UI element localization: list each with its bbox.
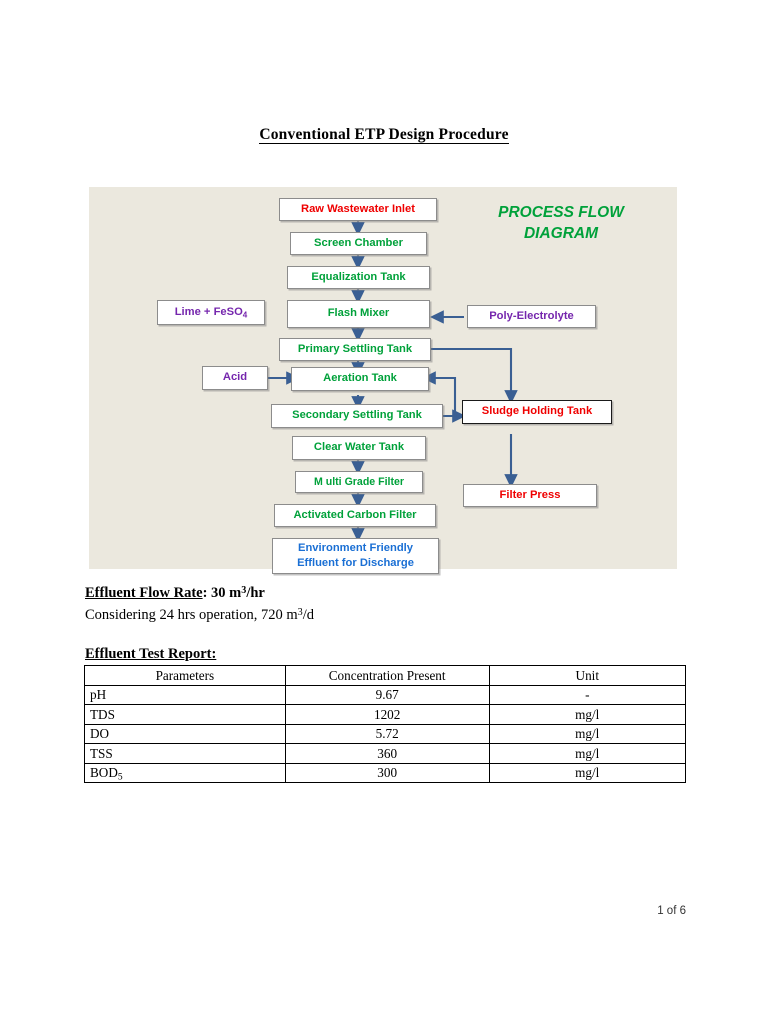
cell-parameter-text: BOD — [90, 765, 118, 781]
cell-concentration: 5.72 — [284, 723, 490, 744]
effluent-flow-rate-unit: /hr — [246, 585, 265, 601]
node-acid[interactable]: Acid — [202, 366, 268, 390]
cell-parameter: TSS — [84, 743, 286, 764]
node-filter-press[interactable]: Filter Press — [463, 484, 597, 507]
diagram-heading-line2: DIAGRAM — [523, 224, 599, 242]
table-row: pH 9.67 - — [84, 684, 687, 705]
effluent-flow-rate-exponent: 3 — [241, 584, 247, 596]
cell-parameter-text: TSS — [90, 745, 113, 761]
cell-unit: mg/l — [488, 704, 687, 725]
node-label: M ulti Grade Filter — [313, 475, 405, 488]
page-footer: 1 of 6 — [657, 905, 686, 917]
cell-parameter: BOD5 — [84, 762, 286, 783]
node-screen-chamber[interactable]: Screen Chamber — [290, 232, 427, 255]
cell-parameter: DO — [84, 723, 286, 744]
node-flash-mixer[interactable]: Flash Mixer — [287, 300, 430, 328]
column-header-unit: Unit — [488, 665, 687, 686]
column-header-concentration: Concentration Present — [284, 665, 490, 686]
cell-parameter-subscript: 5 — [117, 772, 123, 783]
node-label: Secondary Settling Tank — [292, 409, 422, 422]
node-label: Acid — [222, 371, 248, 384]
column-header-parameters: Parameters — [84, 665, 286, 686]
node-aeration-tank[interactable]: Aeration Tank — [291, 367, 429, 391]
node-label: Screen Chamber — [314, 236, 403, 249]
effluent-flow-rate-label: Effluent Flow Rate — [85, 585, 203, 601]
node-multi-grade-filter[interactable]: M ulti Grade Filter — [295, 471, 423, 493]
node-label-subscript: 4 — [242, 309, 248, 319]
node-label: Clear Water Tank — [313, 441, 405, 454]
process-flow-diagram: PROCESS FLOW DIAGRAM Raw Wastewater Inle… — [89, 187, 677, 574]
effluent-flow-note-exponent: 3 — [297, 606, 303, 618]
effluent-flow-rate-value: : 30 m — [202, 585, 242, 601]
table-row: TSS 360 mg/l — [84, 743, 687, 764]
node-poly-electrolyte[interactable]: Poly-Electrolyte — [467, 305, 596, 328]
page-title: Conventional ETP Design Procedure — [0, 126, 768, 144]
effluent-test-report-heading: Effluent Test Report: — [85, 646, 217, 662]
node-label: Raw Wastewater Inlet — [301, 202, 415, 215]
node-lime-feso4[interactable]: Lime + FeSO4 — [157, 300, 265, 325]
node-secondary-settling-tank[interactable]: Secondary Settling Tank — [271, 404, 443, 428]
node-equalization-tank[interactable]: Equalization Tank — [287, 266, 430, 289]
effluent-flow-note: Considering 24 hrs operation, 720 m3/d — [85, 607, 314, 624]
table-row: DO 5.72 mg/l — [84, 723, 687, 744]
cell-parameter-text: DO — [90, 726, 110, 742]
node-final-effluent[interactable]: Environment Friendly Effluent for Discha… — [272, 538, 439, 574]
node-label-line2: Effluent for Discharge — [297, 557, 414, 569]
table-row: BOD5 300 mg/l — [84, 762, 687, 783]
effluent-flow-note-unit: /d — [302, 607, 314, 623]
diagram-heading-line1: PROCESS FLOW — [498, 204, 624, 221]
node-label: Equalization Tank — [311, 270, 406, 283]
node-raw-wastewater-inlet[interactable]: Raw Wastewater Inlet — [279, 198, 437, 221]
diagram-connectors — [209, 221, 518, 543]
node-label-line1: Environment Friendly — [298, 541, 413, 554]
cell-parameter-text: TDS — [90, 706, 115, 722]
effluent-flow-rate: Effluent Flow Rate: 30 m3/hr — [85, 585, 265, 602]
node-label: Filter Press — [499, 488, 561, 501]
node-label: Poly-Electrolyte — [489, 309, 574, 322]
node-label-text: Lime + FeSO — [174, 305, 243, 318]
node-label: Primary Settling Tank — [297, 342, 413, 355]
diagram-heading: PROCESS FLOW DIAGRAM — [461, 203, 661, 245]
cell-parameter: TDS — [84, 704, 286, 725]
cell-unit: mg/l — [488, 762, 687, 783]
cell-unit: mg/l — [488, 743, 687, 764]
page-title-text: Conventional ETP Design Procedure — [259, 126, 509, 144]
cell-parameter: pH — [84, 684, 286, 705]
cell-parameter-text: pH — [90, 687, 107, 703]
node-activated-carbon-filter[interactable]: Activated Carbon Filter — [274, 504, 436, 527]
node-label: Activated Carbon Filter — [293, 508, 417, 521]
table-header-row: Parameters Concentration Present Unit — [84, 665, 687, 686]
table-body: pH 9.67 - TDS 1202 mg/l DO 5.72 mg/l TSS… — [84, 684, 687, 783]
cell-concentration: 1202 — [284, 704, 490, 725]
node-primary-settling-tank[interactable]: Primary Settling Tank — [279, 338, 431, 361]
node-label: Aeration Tank — [323, 372, 397, 385]
node-label: Lime + FeSO4 — [175, 306, 248, 320]
table-row: TDS 1202 mg/l — [84, 704, 687, 725]
node-label: Flash Mixer — [327, 307, 390, 320]
cell-unit: mg/l — [488, 723, 687, 744]
node-label: Sludge Holding Tank — [481, 405, 593, 418]
node-clear-water-tank[interactable]: Clear Water Tank — [292, 436, 426, 460]
cell-concentration: 360 — [284, 743, 490, 764]
cell-concentration: 9.67 — [284, 684, 490, 705]
effluent-test-report-table: Parameters Concentration Present Unit pH… — [84, 665, 687, 783]
node-sludge-holding-tank[interactable]: Sludge Holding Tank — [462, 400, 612, 424]
cell-concentration: 300 — [284, 762, 490, 783]
effluent-flow-note-text: Considering 24 hrs operation, 720 m — [85, 607, 298, 623]
cell-unit: - — [488, 684, 687, 705]
